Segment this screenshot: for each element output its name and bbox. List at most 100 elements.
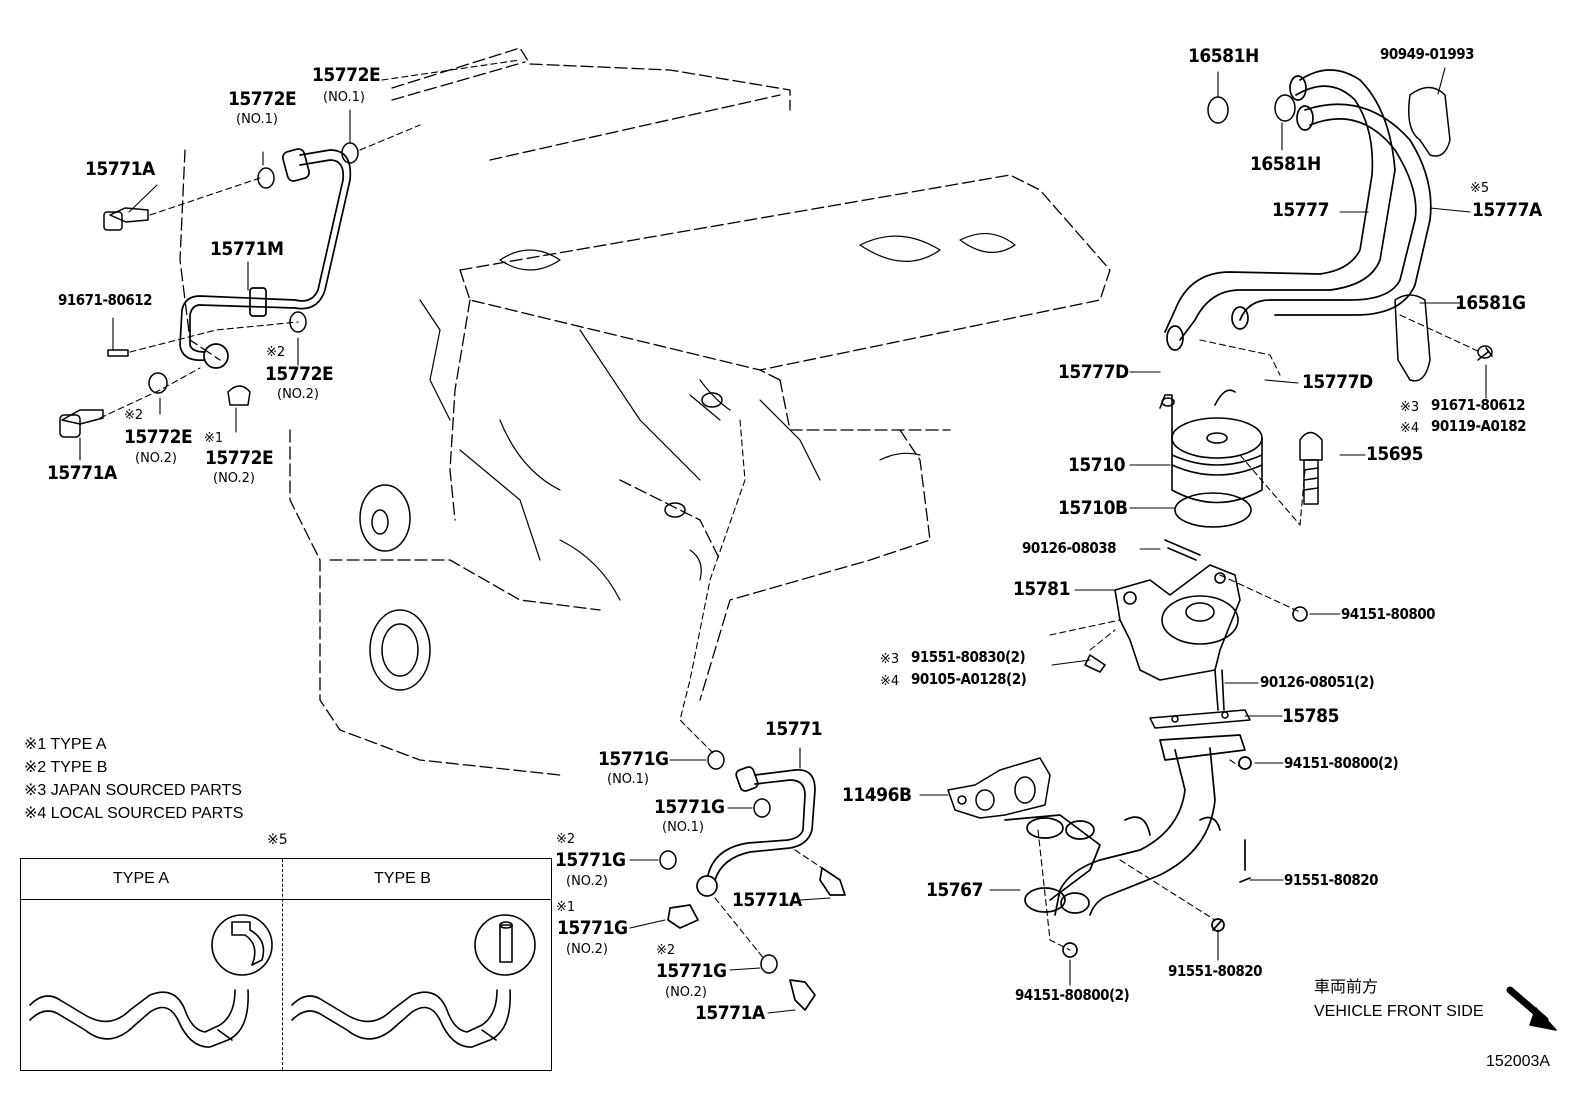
inset-type-b-hose	[291, 914, 536, 1048]
part-label-suffix: (NO.2)	[665, 985, 707, 1000]
part-label-suffix: (NO.1)	[323, 90, 365, 105]
part-label-91551-80830: 91551-80830(2)	[911, 648, 1026, 666]
part-label-suffix: (NO.1)	[662, 820, 704, 835]
part-label-15767: 15767	[926, 879, 983, 901]
note-mark: ※4	[880, 674, 900, 689]
gasket-11496B	[947, 757, 1051, 819]
part-label-15771M: 15771M	[210, 238, 284, 260]
hoses-15777	[1164, 69, 1432, 351]
inset-note-mark: ※5	[267, 832, 288, 848]
part-label-16581H: 16581H	[1250, 153, 1321, 175]
part-label-15772E: 15772E	[312, 64, 381, 86]
part-label-15771A: 15771A	[695, 1002, 765, 1024]
part-label-15771A: 15771A	[732, 889, 802, 911]
inset-header-type-a: TYPE A	[113, 870, 170, 887]
part-label-16581G: 16581G	[1455, 292, 1526, 314]
part-label-15777D: 15777D	[1058, 361, 1129, 383]
leader-lines-lower-middle	[629, 747, 831, 1014]
part-label-suffix: (NO.2)	[277, 387, 319, 402]
part-label-15777D: 15777D	[1302, 371, 1373, 393]
bolt-15695	[1299, 431, 1323, 505]
washers-lower-middle	[659, 750, 778, 974]
part-label-11496B: 11496B	[842, 784, 912, 806]
part-label-94151-80800: 94151-80800(2)	[1284, 754, 1399, 772]
part-label-15771G: 15771G	[656, 960, 727, 982]
part-label-15772E: 15772E	[265, 363, 334, 385]
part-label-15771G: 15771G	[654, 796, 725, 818]
diagram-id: 152003A	[1486, 1053, 1551, 1070]
part-label-suffix: (NO.2)	[213, 471, 255, 486]
note-mark: ※4	[1400, 421, 1420, 436]
engine-block-detail	[419, 233, 1016, 601]
note-mark: ※2	[556, 832, 576, 847]
part-label-15710B: 15710B	[1058, 497, 1128, 519]
part-label-90119-A0182: 90119-A0182	[1431, 417, 1527, 435]
part-label-15785: 15785	[1282, 705, 1339, 727]
note-mark: ※1	[204, 431, 224, 446]
oil-filter-15710	[1159, 389, 1263, 528]
part-label-15771G: 15771G	[555, 849, 626, 871]
part-label-90126-08051: 90126-08051(2)	[1260, 673, 1375, 691]
part-label-15771: 15771	[765, 718, 822, 740]
legend-type-b: ※2 TYPE B	[24, 759, 108, 776]
part-label-15781: 15781	[1013, 578, 1070, 600]
part-label-15777: 15777	[1272, 199, 1329, 221]
part-label-suffix: (NO.2)	[566, 942, 608, 957]
part-label-15771A: 15771A	[85, 158, 155, 180]
pipe-15767	[1004, 734, 1252, 958]
legend-local-sourced: ※4 LOCAL SOURCED PARTS	[24, 805, 244, 822]
leader-lines-upper-right	[919, 67, 1487, 986]
part-label-15777A: 15777A	[1472, 199, 1542, 221]
vehicle-front-arrow	[1506, 986, 1557, 1031]
part-label-15772E: 15772E	[228, 88, 297, 110]
part-label-15695: 15695	[1366, 443, 1423, 465]
part-label-15771G: 15771G	[598, 748, 669, 770]
part-label-15710: 15710	[1068, 454, 1125, 476]
note-mark: ※2	[124, 408, 144, 423]
part-label-suffix: (NO.2)	[135, 451, 177, 466]
pulley-shapes	[359, 392, 723, 691]
part-label-16581H: 16581H	[1188, 45, 1259, 67]
part-label-suffix: (NO.2)	[566, 874, 608, 889]
part-label-suffix: (NO.1)	[607, 772, 649, 787]
note-mark: ※3	[880, 652, 900, 667]
part-label-91551-80820: 91551-80820	[1168, 962, 1263, 980]
part-label-15771G: 15771G	[557, 917, 628, 939]
part-label-91671-80612: 91671-80612	[1431, 396, 1526, 414]
part-label-94151-80800: 94151-80800(2)	[1015, 986, 1130, 1004]
inset-type-a-hose	[29, 914, 273, 1048]
part-label-94151-80800: 94151-80800	[1341, 605, 1436, 623]
washers-bolts-upper-left	[59, 142, 359, 438]
gasket-15785	[1149, 709, 1251, 729]
part-label-91671-80612: 91671-80612	[58, 291, 153, 309]
part-label-suffix: (NO.1)	[236, 112, 278, 127]
dashed-guides-upper-left	[99, 59, 521, 419]
inset-header-rule	[21, 899, 551, 900]
inset-header-type-b: TYPE B	[374, 870, 431, 887]
part-label-15771A: 15771A	[47, 462, 117, 484]
part-label-15772E: 15772E	[205, 447, 274, 469]
vehicle-front-en: VEHICLE FRONT SIDE	[1314, 1003, 1484, 1020]
dashed-guides-lower-middle	[679, 419, 826, 961]
part-label-90949-01993: 90949-01993	[1380, 45, 1475, 63]
legend-type-a: ※1 TYPE A	[24, 736, 107, 753]
legend-japan-sourced: ※3 JAPAN SOURCED PARTS	[24, 782, 242, 799]
note-mark: ※1	[556, 900, 576, 915]
leader-lines-upper-left	[79, 109, 351, 461]
clamps-upper-right	[1207, 86, 1493, 382]
part-label-90105-A0128: 90105-A0128(2)	[911, 670, 1027, 688]
filter-bracket-15781	[1084, 539, 1308, 711]
part-label-15772E: 15772E	[124, 426, 193, 448]
part-label-91551-80820: 91551-80820	[1284, 871, 1379, 889]
note-mark: ※3	[1400, 400, 1420, 415]
note-mark: ※2	[266, 345, 286, 360]
pipe-15771	[667, 766, 846, 1011]
hose-type-inset: TYPE A TYPE B	[20, 858, 552, 1071]
vehicle-front-jp: 車両前方	[1314, 979, 1379, 996]
note-mark: ※2	[656, 943, 676, 958]
part-label-90126-08038: 90126-08038	[1022, 539, 1117, 557]
inset-divider	[282, 859, 283, 1070]
note-mark: ※5	[1470, 181, 1490, 196]
